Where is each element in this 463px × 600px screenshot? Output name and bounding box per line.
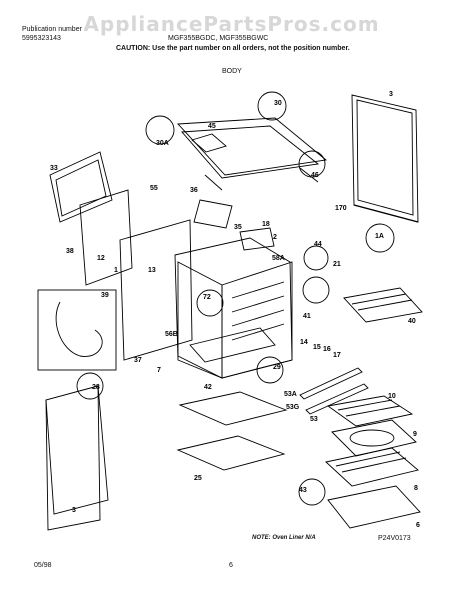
page-number: 6 bbox=[229, 562, 233, 569]
callout-label: 3 bbox=[389, 91, 393, 98]
callout-label: 44 bbox=[314, 241, 322, 248]
callout-label: 55 bbox=[150, 185, 158, 192]
section-title: BODY bbox=[222, 68, 242, 75]
burner-bracket-drawing bbox=[193, 199, 275, 251]
callout-label: 3 bbox=[72, 507, 76, 514]
callout-label: 18 bbox=[262, 221, 270, 228]
callout-label: 10 bbox=[388, 393, 396, 400]
callout-label: 56B bbox=[165, 331, 178, 338]
model-numbers: MGF355BGDC, MGF355BGWC bbox=[168, 35, 269, 42]
callout-label: 43 bbox=[299, 487, 307, 494]
callout-label: 53A bbox=[284, 391, 297, 398]
callout-label: 7 bbox=[157, 367, 161, 374]
callout-label: 29 bbox=[273, 364, 281, 371]
publication-number: 5995323143 bbox=[22, 35, 61, 42]
callout-label: 16 bbox=[323, 346, 331, 353]
callout-label: 38 bbox=[66, 248, 74, 255]
callout-label: 1A bbox=[375, 233, 384, 240]
callout-label: 25 bbox=[194, 475, 202, 482]
rear-panel-drawing bbox=[351, 94, 419, 223]
main-body-drawing bbox=[119, 219, 293, 379]
callout-label: 6 bbox=[416, 522, 420, 529]
callout-label: 41 bbox=[303, 313, 311, 320]
callout-label: 53 bbox=[310, 416, 318, 423]
callout-label: 30 bbox=[274, 100, 282, 107]
callout-label: 14 bbox=[300, 339, 308, 346]
callout-label: 8 bbox=[414, 485, 418, 492]
callout-label: 53G bbox=[286, 404, 300, 411]
top-cover-drawing bbox=[177, 117, 328, 191]
caution-text: CAUTION: Use the part number on all orde… bbox=[116, 45, 350, 52]
callout-label: 40 bbox=[408, 318, 416, 325]
callout-label: 36 bbox=[190, 187, 198, 194]
callout-label: 17 bbox=[333, 352, 341, 359]
racks-drawing bbox=[325, 395, 421, 529]
detail-circles bbox=[76, 91, 395, 506]
side-panel-drawing bbox=[49, 151, 113, 223]
publication-label: Publication number bbox=[22, 26, 82, 33]
note-text: NOTE: Oven Liner N/A bbox=[252, 535, 316, 541]
callout-label: 37 bbox=[134, 357, 142, 364]
broiler-drawer-drawing bbox=[343, 287, 423, 323]
callout-label: 28 bbox=[92, 384, 100, 391]
callout-label: 2 bbox=[273, 234, 277, 241]
bottom-pans-drawing bbox=[176, 391, 288, 471]
callout-label: 1 bbox=[114, 267, 118, 274]
callout-label: 30A bbox=[156, 140, 169, 147]
callout-label: 13 bbox=[148, 267, 156, 274]
watermark: AppliancePartsPros.com bbox=[83, 12, 380, 36]
callout-label: 46 bbox=[311, 172, 319, 179]
callout-label: 33 bbox=[50, 165, 58, 172]
callout-label: 58A bbox=[272, 255, 285, 262]
footer-date: 05/98 bbox=[34, 562, 52, 569]
door-panel-drawing bbox=[45, 385, 109, 531]
side-rails-drawing bbox=[299, 367, 369, 415]
callout-label: 35 bbox=[234, 224, 242, 231]
callout-label: 45 bbox=[208, 123, 216, 130]
callout-label: 15 bbox=[313, 344, 321, 351]
callout-label: 12 bbox=[97, 255, 105, 262]
callout-label: 21 bbox=[333, 261, 341, 268]
power-cord-drawing bbox=[37, 289, 117, 371]
callout-label: 9 bbox=[413, 431, 417, 438]
callout-label: 42 bbox=[204, 384, 212, 391]
drawing-code: P24V0173 bbox=[378, 535, 411, 542]
callout-label: 39 bbox=[101, 292, 109, 299]
back-frame-drawing bbox=[79, 189, 133, 286]
callout-label: 170 bbox=[335, 205, 347, 212]
callout-label: 72 bbox=[203, 294, 211, 301]
